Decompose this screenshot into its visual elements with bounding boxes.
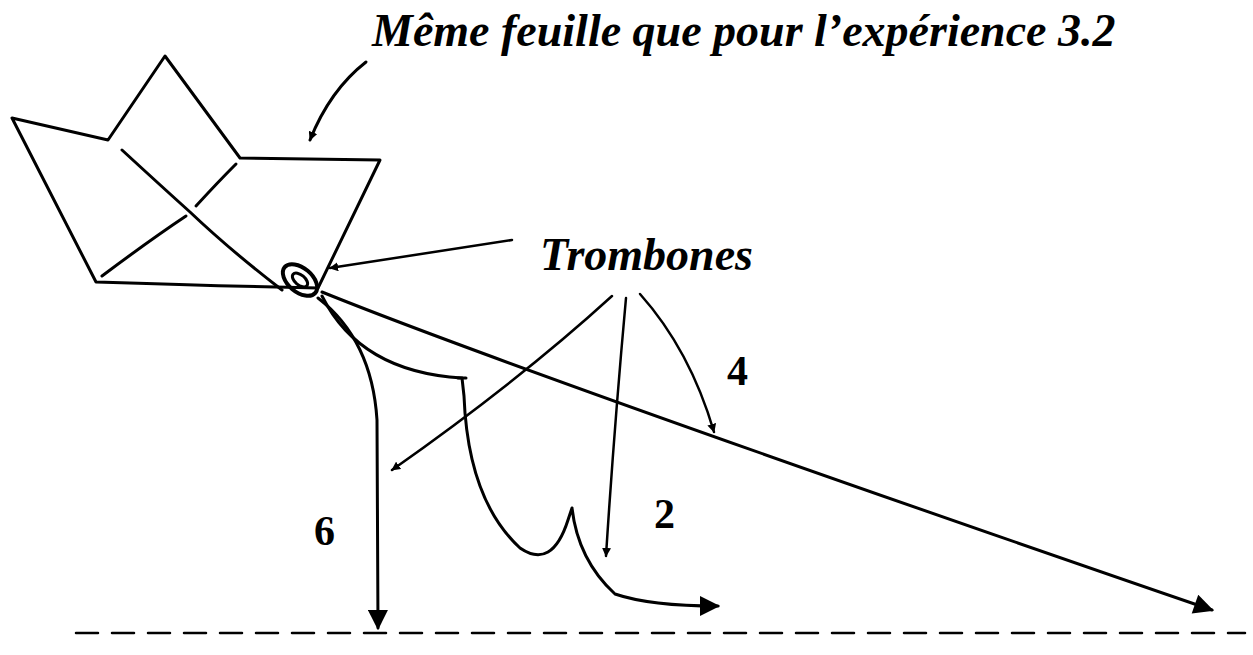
leader-arrow (392, 296, 612, 470)
trajectory-6 (318, 298, 378, 628)
figure-note: Même feuille que pour l’expérience 3.2 (372, 8, 1116, 54)
sheet-fold (196, 164, 236, 206)
paper-clip (277, 258, 323, 302)
leader-arrow (310, 62, 366, 140)
trajectory-2-tick (458, 377, 466, 380)
sheet-fold (102, 216, 186, 276)
leader-arrow (640, 294, 714, 432)
leader-arrow (330, 240, 512, 268)
callout-number: 6 (314, 510, 335, 552)
leader-arrow (606, 298, 626, 556)
paper-sheet (12, 56, 380, 288)
part-label: Trombones (540, 232, 753, 278)
callout-number: 2 (654, 493, 675, 535)
sheet-fold (122, 150, 282, 290)
trajectory-4 (322, 292, 1212, 610)
ground-line (76, 632, 1245, 635)
callout-number: 4 (727, 350, 748, 392)
trajectory-2 (322, 296, 718, 606)
